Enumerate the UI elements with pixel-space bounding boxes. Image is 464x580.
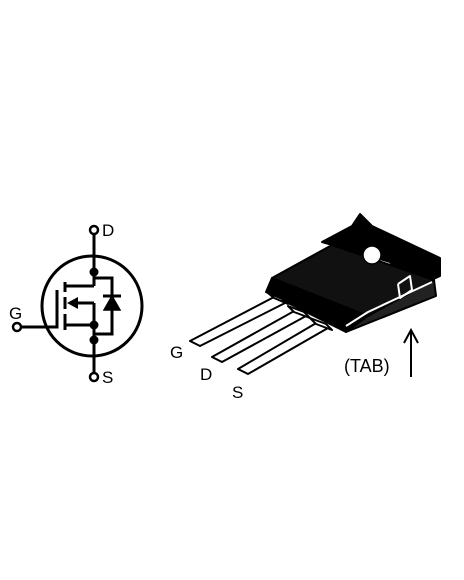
source-junction-top <box>89 320 99 330</box>
gate-lead-pin <box>189 295 288 347</box>
source-lead-stub <box>309 317 333 331</box>
mosfet-symbol <box>11 224 144 383</box>
symbol-gate-label: G <box>9 304 22 323</box>
symbol-source-label: S <box>102 368 113 387</box>
gate-lead <box>21 290 59 329</box>
source-lead-pin <box>237 321 329 375</box>
drain-junction <box>89 267 99 277</box>
to247-package <box>265 213 441 333</box>
package-side-notch <box>397 275 413 299</box>
body-arrow-icon <box>67 297 78 309</box>
drain-lead-pin <box>211 309 307 363</box>
mounting-hole <box>362 245 382 265</box>
tab-arrow-icon <box>403 327 419 377</box>
package-leads <box>189 292 333 375</box>
drain-terminal <box>88 224 100 236</box>
symbol-circle <box>40 254 144 358</box>
package-drain-label: D <box>200 365 212 384</box>
source-terminal <box>88 371 100 383</box>
diode-triangle <box>102 294 122 311</box>
tab-label: (TAB) <box>344 356 390 376</box>
source-junction-bottom <box>89 335 99 345</box>
gate-lead-stub <box>267 292 289 305</box>
package-source-label: S <box>232 383 243 402</box>
gate-terminal <box>11 321 23 333</box>
symbol-drain-label: D <box>102 221 114 240</box>
package-gate-label: G <box>170 343 183 362</box>
